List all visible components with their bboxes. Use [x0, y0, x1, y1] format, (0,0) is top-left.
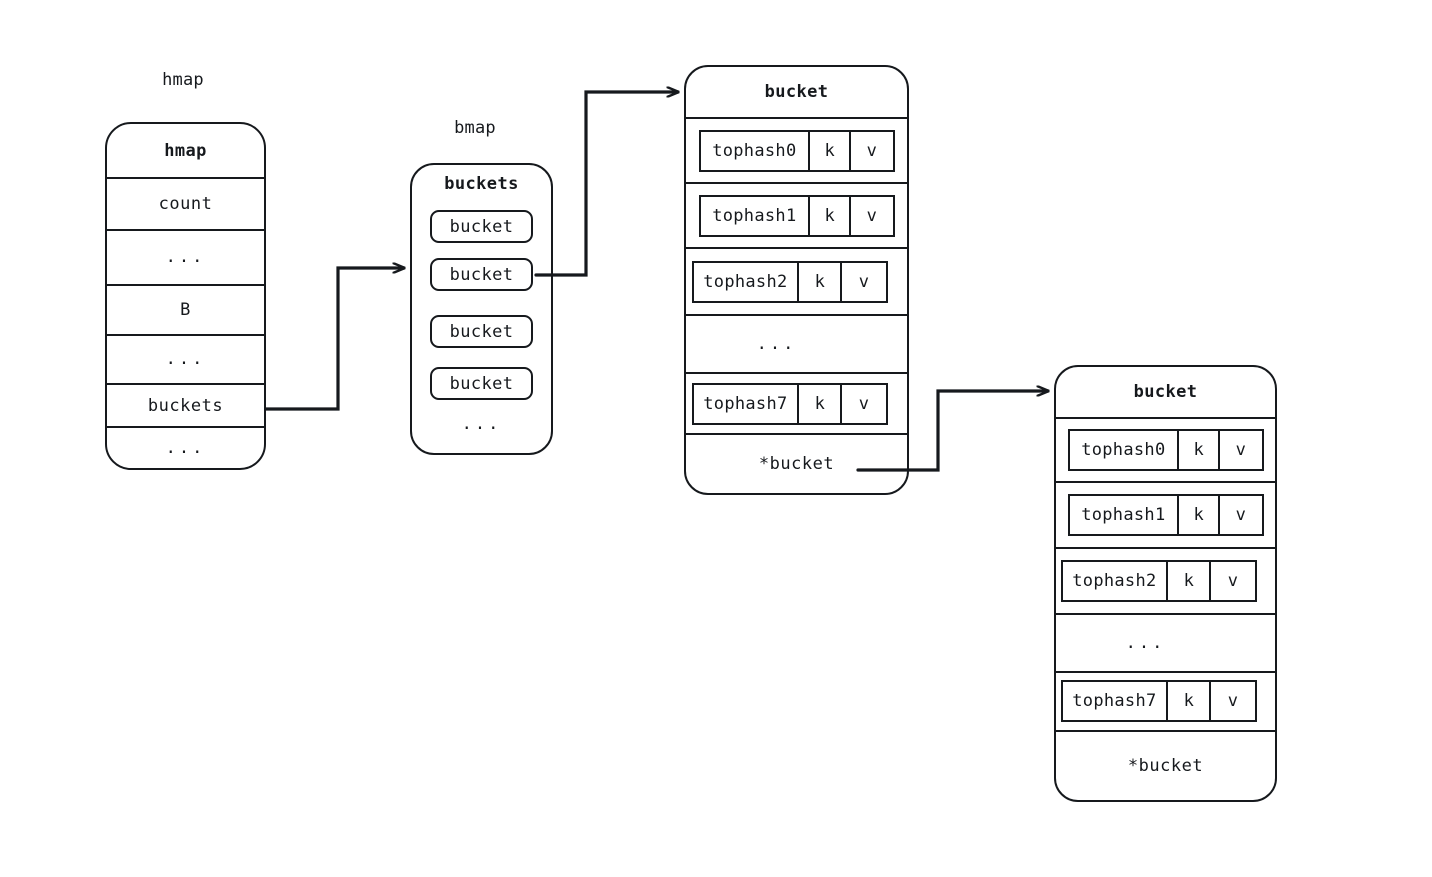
bmap-bucket-item-0[interactable]: bucket [430, 210, 533, 243]
arrow-bmap-item-to-bucket-one [534, 92, 680, 277]
bucket-one-title: bucket [686, 67, 907, 119]
hmap-row-ellipsis-1: ... [107, 231, 264, 287]
bucket-two-title: bucket [1056, 367, 1275, 419]
bucket-two-overflow-pointer: *bucket [1127, 756, 1204, 777]
bucket-two-slot-0: tophash0 k v [1056, 419, 1275, 484]
hmap-row-ellipsis-2: ... [107, 336, 264, 385]
bmap-ellipsis: ... [461, 414, 502, 434]
tophash-cell: tophash1 [701, 196, 811, 235]
value-cell: v [858, 393, 870, 414]
bmap-struct-title: buckets [444, 173, 519, 194]
bucket-one-overflow-pointer: *bucket [758, 453, 835, 474]
value-cell: v [1227, 691, 1239, 712]
hmap-row-buckets: buckets [107, 385, 264, 429]
bucket-one-slot-1: tophash1 k v [686, 184, 907, 249]
value-cell: v [866, 140, 878, 161]
tophash-cell: tophash7 [1063, 682, 1169, 721]
bmap-bucket-item-1[interactable]: bucket [430, 258, 533, 291]
key-cell: k [1168, 682, 1212, 721]
bmap-struct: buckets bucket bucket bucket bucket ... [410, 163, 553, 455]
bucket-one: bucket tophash0 k v tophash1 k v tophash… [684, 65, 909, 495]
bucket-two: bucket tophash0 k v tophash1 k v tophash… [1054, 365, 1277, 802]
key-cell: k [799, 384, 843, 423]
tophash-cell: tophash1 [1070, 496, 1180, 535]
bucket-two-slot-1: tophash1 k v [1056, 483, 1275, 550]
hmap-row-b: B [107, 286, 264, 336]
bucket-two-ellipsis: ... [1056, 615, 1275, 673]
value-cell: v [1235, 505, 1247, 526]
hmap-row-count: count [107, 179, 264, 231]
tophash-cell: tophash0 [1070, 431, 1180, 470]
key-cell: k [799, 262, 843, 301]
hmap-struct: hmap count ... B ... buckets ... [105, 122, 266, 470]
key-cell: k [810, 196, 852, 235]
bucket-one-slot-2: tophash2 k v [686, 249, 907, 316]
bucket-one-slot-7: tophash7 k v [686, 374, 907, 435]
value-cell: v [1235, 440, 1247, 461]
key-cell: k [1168, 562, 1212, 601]
bucket-two-slot-7: tophash7 k v [1056, 673, 1275, 733]
value-cell: v [858, 271, 870, 292]
tophash-cell: tophash2 [1063, 562, 1169, 601]
bmap-caption: bmap [454, 118, 496, 138]
tophash-cell: tophash7 [694, 384, 800, 423]
value-cell: v [1227, 571, 1239, 592]
key-cell: k [1179, 431, 1221, 470]
bmap-bucket-list: bucket bucket bucket bucket ... [412, 202, 551, 453]
bucket-one-ellipsis: ... [686, 316, 907, 374]
bucket-one-slot-0: tophash0 k v [686, 119, 907, 184]
bmap-bucket-item-2[interactable]: bucket [430, 315, 533, 348]
key-cell: k [1179, 496, 1221, 535]
key-cell: k [810, 131, 852, 170]
tophash-cell: tophash0 [701, 131, 811, 170]
hmap-struct-title: hmap [107, 124, 264, 180]
hmap-row-ellipsis-3: ... [165, 438, 206, 459]
bmap-bucket-item-3[interactable]: bucket [430, 367, 533, 400]
hmap-caption: hmap [162, 70, 204, 90]
value-cell: v [866, 205, 878, 226]
tophash-cell: tophash2 [694, 262, 800, 301]
bucket-two-slot-2: tophash2 k v [1056, 549, 1275, 615]
arrow-hmap-buckets-to-bmap [264, 268, 406, 411]
